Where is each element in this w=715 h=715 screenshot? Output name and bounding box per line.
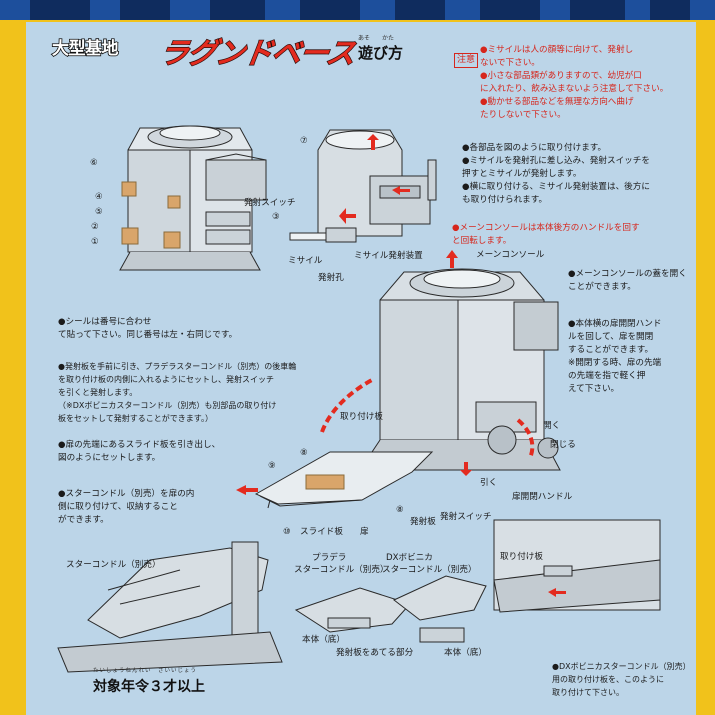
main-console-label: メーンコンソール bbox=[476, 250, 545, 260]
pradera-label: プラデラ bbox=[312, 553, 347, 563]
close-label: 閉じる bbox=[550, 440, 576, 450]
instruction-line: ●シールは番号に合わせ bbox=[58, 317, 152, 327]
launch-board-illustration bbox=[254, 451, 434, 509]
caution-line: ●ミサイルは人の顔等に向けて、発射し bbox=[480, 45, 634, 55]
door-label: 扉 bbox=[360, 527, 369, 537]
mount-board-label: 取り付け板 bbox=[500, 552, 543, 562]
part-number-label: ⑨ bbox=[268, 461, 276, 471]
mount-detail-illustration bbox=[493, 519, 661, 613]
star-condor-illustration bbox=[57, 541, 283, 673]
instruction-line: することができます。 bbox=[568, 345, 654, 355]
instruction-line: ●ミサイルを発射孔に差し込み、発射スイッチを bbox=[462, 156, 650, 166]
part-number-label: ⑥ bbox=[90, 158, 98, 168]
instruction-line: （※DXボビニカスターコンドル（別売）も別部品の取り付け bbox=[58, 401, 277, 410]
part-number-label: ⑩ bbox=[283, 527, 291, 537]
launch-hole-label: 発射孔 bbox=[318, 273, 344, 283]
part-number-label: ② bbox=[91, 222, 99, 232]
instruction-line: の先端を指で軽く押 bbox=[568, 371, 646, 381]
instruction-line: と回転します。 bbox=[452, 236, 512, 246]
instruction-line: ルを回して、扉を開閉 bbox=[568, 332, 654, 342]
instruction-line: ●DXボビニカスターコンドル（別売） bbox=[552, 662, 691, 671]
age-ruby: たいしょうねんれい さいいじょう bbox=[93, 668, 198, 674]
instruction-line: 板をセットして発射することができます。） bbox=[58, 414, 213, 423]
instruction-line: えて下さい。 bbox=[568, 384, 620, 394]
part-number-label: ① bbox=[91, 237, 99, 247]
dx-bobinika-label: DXボビニカ bbox=[386, 553, 433, 563]
instruction-line: ●扉の先端にあるスライド板を引き出し、 bbox=[58, 440, 221, 450]
caution-line: たりしないで下さい。 bbox=[480, 110, 566, 120]
caution-line: ●小さな部品類がありますので、幼児が口 bbox=[480, 71, 642, 81]
dx-condor-label: スターコンドル（別売） bbox=[382, 565, 477, 575]
instruction-line: ●横に取り付ける、ミサイル発射装置は、後方に bbox=[462, 182, 650, 192]
instruction-line: を引くと発射します。 bbox=[58, 388, 138, 397]
open-label: 開く bbox=[543, 421, 561, 431]
base-label: 大型基地 bbox=[51, 38, 119, 60]
slide-board-label: スライド板 bbox=[300, 527, 343, 537]
instruction-line: を取り付け板の内側に入れるようにセットし、発射スイッチ bbox=[58, 375, 274, 384]
door-handle-label: 扉開閉ハンドル bbox=[512, 492, 573, 502]
caution-badge: 注意 bbox=[454, 53, 479, 68]
how-to-play-ruby: あそ かた bbox=[358, 35, 395, 42]
red-arrows bbox=[236, 134, 566, 597]
part-number-label: ⑧ bbox=[396, 505, 404, 515]
launch-contact-label: 発射板をあてる部分 bbox=[336, 648, 414, 658]
launch-switch-label: 発射スイッチ bbox=[244, 198, 296, 208]
instruction-line: ●発射板を手前に引き、プラデラスターコンドル（別売）の後車輪 bbox=[58, 362, 297, 371]
how-to-play: 遊び方 bbox=[358, 44, 404, 62]
instruction-line: ●スターコンドル（別売）を扉の内 bbox=[58, 489, 195, 499]
missile-label: ミサイル bbox=[288, 256, 323, 266]
instruction-line: ができます。 bbox=[58, 515, 109, 525]
instruction-line: ●本体横の扉開閉ハンド bbox=[568, 319, 662, 329]
caution-line: ●動かせる部品などを無理な方向へ曲げ bbox=[480, 97, 634, 107]
top-band bbox=[0, 0, 715, 20]
pradera-condor-label: スターコンドル（別売） bbox=[294, 565, 389, 575]
caution-line: に入れたり、飲み込まないよう注意して下さい。 bbox=[480, 84, 669, 94]
instruction-line: ●メーンコンソールの蓋を開くことができます。 bbox=[568, 269, 687, 292]
instruction-line: て貼って下さい。同じ番号は左・右同じです。 bbox=[58, 330, 238, 340]
instruction-line: 押すとミサイルが発射します。 bbox=[462, 169, 582, 179]
mount-board-label: 取り付け板 bbox=[340, 412, 383, 422]
instruction-line: 側に取り付けて、収納すること bbox=[58, 502, 178, 512]
part-number-label: ⑦ bbox=[300, 136, 308, 146]
base-tower-left-illustration bbox=[119, 125, 267, 271]
pradera-condor-illustration bbox=[294, 587, 411, 633]
instruction-line: ●各部品を図のように取り付けます。 bbox=[462, 143, 607, 153]
dx-bobinika-illustration bbox=[393, 575, 487, 643]
pull-label: 引く bbox=[480, 478, 498, 488]
part-number-label: ③ bbox=[272, 212, 280, 222]
instruction-line: 図のようにセットします。 bbox=[58, 453, 161, 463]
main-base-illustration bbox=[359, 268, 561, 471]
body-base-label: 本体（底） bbox=[444, 648, 487, 658]
part-number-label: ⑧ bbox=[300, 448, 308, 458]
missile-launcher-label: ミサイル発射装置 bbox=[354, 251, 423, 261]
instruction-line: 取り付けて下さい。 bbox=[552, 688, 624, 697]
launch-board-label: 発射板 bbox=[410, 517, 436, 527]
star-condor-label: スターコンドル（別売） bbox=[66, 560, 161, 570]
instruction-line: 用の取り付け板を、このように bbox=[552, 675, 664, 684]
instruction-line: ※開閉する時、扉の先端 bbox=[568, 358, 662, 368]
caution-line: ないで下さい。 bbox=[480, 58, 540, 68]
instruction-line: も取り付けられます。 bbox=[462, 195, 548, 205]
missile-launcher-illustration bbox=[289, 129, 437, 243]
instruction-line: ●メーンコンソールは本体後方のハンドルを回す bbox=[452, 223, 640, 233]
rotation-arrows bbox=[320, 378, 535, 459]
launch-switch-label: 発射スイッチ bbox=[440, 512, 492, 522]
age-rating: 対象年令３才以上 bbox=[93, 679, 205, 695]
body-base-label: 本体（底） bbox=[302, 635, 345, 645]
part-number-label: ⑤ bbox=[95, 207, 103, 217]
part-number-label: ④ bbox=[95, 192, 103, 202]
